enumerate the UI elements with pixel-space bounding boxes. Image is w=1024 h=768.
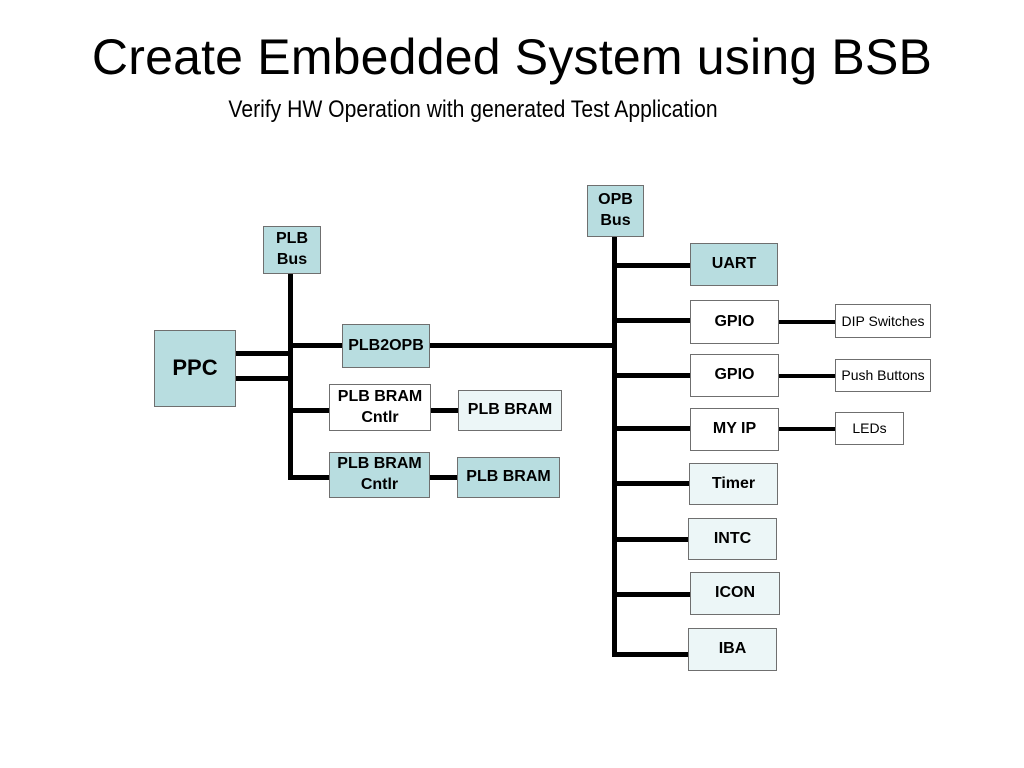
slide-subtitle: Verify HW Operation with generated Test … — [228, 96, 718, 123]
opb-bus-block: OPB Bus — [587, 185, 644, 237]
opb-to-icon-wire — [612, 592, 692, 597]
bram-cntlr-1-to-bram-1-wire — [430, 408, 459, 413]
iba-block: IBA — [688, 628, 777, 671]
my-ip-block: MY IP — [690, 408, 779, 451]
opb-to-uart-wire — [612, 263, 691, 268]
opb-to-gpio-2-wire — [612, 373, 691, 378]
plb-bram-cntlr-block-1: PLB BRAM Cntlr — [329, 384, 431, 431]
ppc-block: PPC — [154, 330, 236, 407]
push-buttons-box: Push Buttons — [835, 359, 931, 392]
dip-switches-box: DIP Switches — [835, 304, 931, 338]
gpio-block-2: GPIO — [690, 354, 779, 397]
opb-bus-line — [612, 237, 617, 657]
ppc-to-plb-wire-bottom — [235, 376, 291, 381]
ppc-to-plb-wire-top — [235, 351, 291, 356]
gpio-block-1: GPIO — [690, 300, 779, 344]
intc-block: INTC — [688, 518, 777, 560]
icon-block: ICON — [690, 572, 780, 615]
plb-to-bram-cntlr-1-wire — [288, 408, 330, 413]
gpio-1-to-dip-switches-wire — [778, 320, 836, 324]
opb-to-intc-wire — [612, 537, 690, 542]
plb-bram-block-2: PLB BRAM — [457, 457, 560, 498]
opb-to-timer-wire — [612, 481, 690, 486]
leds-box: LEDs — [835, 412, 904, 445]
uart-block: UART — [690, 243, 778, 286]
gpio-2-to-push-buttons-wire — [778, 374, 836, 378]
plb-bram-block-1: PLB BRAM — [458, 390, 562, 431]
opb-to-my-ip-wire — [612, 426, 691, 431]
plb2opb-to-opb-wire — [429, 343, 615, 348]
plb-bus-block: PLB Bus — [263, 226, 321, 274]
timer-block: Timer — [689, 463, 778, 505]
plb-to-plb2opb-wire — [288, 343, 343, 348]
plb2opb-block: PLB2OPB — [342, 324, 430, 368]
slide-title: Create Embedded System using BSB — [91, 29, 933, 85]
plb-bram-cntlr-block-2: PLB BRAM Cntlr — [329, 452, 430, 498]
my-ip-to-leds-wire — [778, 427, 836, 431]
opb-to-gpio-1-wire — [612, 318, 691, 323]
opb-to-iba-wire — [612, 652, 690, 657]
plb-to-bram-cntlr-2-wire — [288, 475, 330, 480]
bram-cntlr-2-to-bram-2-wire — [429, 475, 458, 480]
